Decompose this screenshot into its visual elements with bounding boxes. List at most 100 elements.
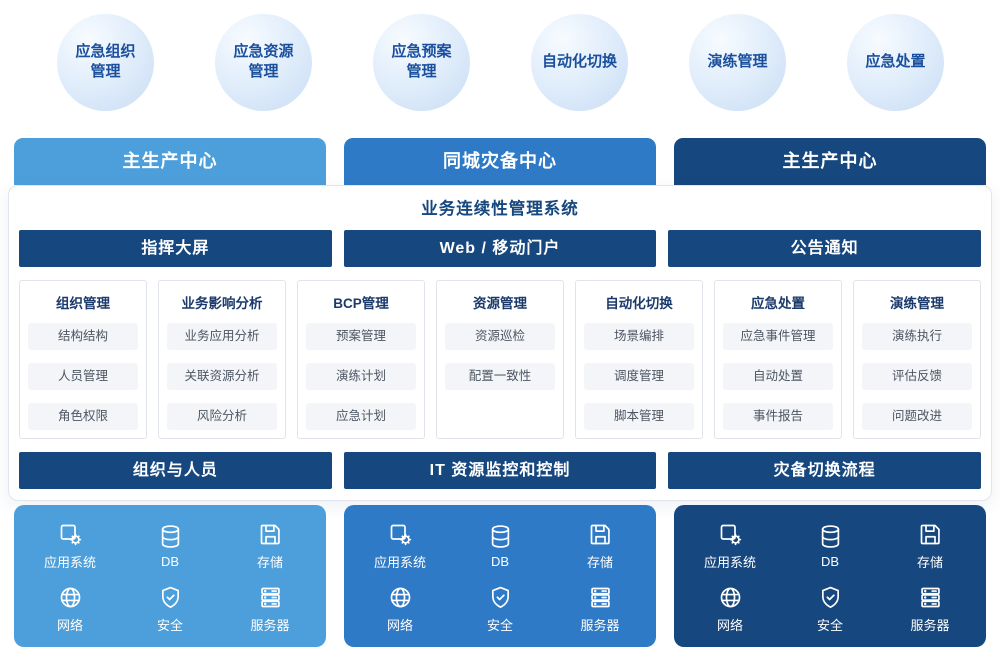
infra-item-label: 存储 bbox=[586, 554, 613, 570]
capability-bubble-label: 演练管理 bbox=[707, 52, 768, 70]
infra-item-server: 服务器 bbox=[880, 578, 980, 639]
infra-item-server: 服务器 bbox=[550, 578, 650, 639]
infra-item-label: 网络 bbox=[386, 617, 413, 633]
module-item: 角色权限 bbox=[28, 403, 138, 430]
database-icon bbox=[157, 523, 184, 550]
capability-bubble-label: 应急资源 管理 bbox=[233, 42, 294, 80]
network-icon bbox=[57, 584, 84, 611]
infra-item-label: 安全 bbox=[816, 617, 843, 633]
infra-item-app-system: 应用系统 bbox=[350, 515, 450, 576]
module-item: 场景编排 bbox=[584, 323, 694, 350]
network-icon bbox=[717, 584, 744, 611]
infra-item-security: 安全 bbox=[780, 578, 880, 639]
infra-item-label: DB bbox=[160, 553, 180, 569]
infra-item-db: DB bbox=[450, 515, 550, 576]
infra-item-label: DB bbox=[820, 553, 840, 569]
module-item: 脚本管理 bbox=[584, 403, 694, 430]
module-item: 调度管理 bbox=[584, 363, 694, 390]
portal-bar-announcements: 公告通知 bbox=[668, 230, 982, 267]
capability-bubble-auto-switch: 自动化切换 bbox=[531, 13, 628, 111]
infra-item-label: DB bbox=[490, 553, 510, 569]
footer-bar-org-personnel: 组织与人员 bbox=[19, 452, 332, 489]
capability-bubble-emergency-resource: 应急资源 管理 bbox=[215, 13, 312, 111]
security-icon bbox=[157, 584, 184, 611]
capability-bubble-emergency-response: 应急处置 bbox=[847, 13, 944, 111]
infra-item-label: 安全 bbox=[486, 617, 513, 633]
infra-item-label: 应用系统 bbox=[373, 554, 426, 570]
app-system-icon bbox=[57, 521, 84, 548]
infra-item-app-system: 应用系统 bbox=[20, 515, 120, 576]
storage-icon bbox=[587, 521, 614, 548]
infrastructure-row: 应用系统 DB 存储 网络 安全 bbox=[14, 505, 986, 647]
infra-item-label: 服务器 bbox=[250, 617, 290, 633]
system-footer-row: 组织与人员 IT 资源监控和控制 灾备切换流程 bbox=[19, 452, 982, 489]
capability-bubble-emergency-plan: 应急预案 管理 bbox=[373, 13, 470, 111]
infra-item-server: 服务器 bbox=[220, 578, 320, 639]
infra-item-network: 网络 bbox=[20, 578, 120, 639]
module-item: 事件报告 bbox=[723, 403, 833, 430]
footer-bar-it-monitoring: IT 资源监控和控制 bbox=[343, 452, 657, 489]
infra-item-db: DB bbox=[120, 515, 220, 576]
capability-bubble-label: 应急处置 bbox=[865, 52, 926, 70]
portal-bars-row: 指挥大屏 Web / 移动门户 公告通知 bbox=[19, 230, 982, 267]
module-card-title: BCP管理 bbox=[333, 296, 389, 311]
infra-grid: 应用系统 DB 存储 网络 安全 bbox=[14, 505, 326, 647]
center-bar-metro-dr: 同城灾备中心 bbox=[344, 138, 656, 185]
infra-item-storage: 存储 bbox=[880, 515, 980, 576]
module-cards-row: 组织管理 结构结构 人员管理 角色权限 业务影响分析 业务应用分析 关联资源分析… bbox=[19, 280, 981, 439]
module-item: 应急事件管理 bbox=[723, 323, 833, 350]
center-bar-primary-production: 主生产中心 bbox=[14, 138, 326, 185]
infra-item-storage: 存储 bbox=[220, 515, 320, 576]
infra-item-label: 服务器 bbox=[580, 617, 620, 633]
module-card-emergency-response: 应急处置 应急事件管理 自动处置 事件报告 bbox=[714, 280, 842, 439]
bcm-system-panel: 业务连续性管理系统 指挥大屏 Web / 移动门户 公告通知 组织管理 结构结构… bbox=[8, 185, 992, 501]
module-item: 人员管理 bbox=[28, 363, 138, 390]
portal-bar-command-screen: 指挥大屏 bbox=[19, 230, 332, 267]
module-card-auto-switch: 自动化切换 场景编排 调度管理 脚本管理 bbox=[575, 280, 703, 439]
capabilities-row: 应急组织 管理 应急资源 管理 应急预案 管理 自动化切换 演练管理 应急处置 bbox=[57, 12, 944, 112]
server-icon bbox=[917, 584, 944, 611]
infra-grid: 应用系统 DB 存储 网络 安全 bbox=[674, 505, 986, 647]
module-item: 资源巡检 bbox=[445, 323, 555, 350]
storage-icon bbox=[917, 521, 944, 548]
module-item: 应急计划 bbox=[306, 403, 416, 430]
app-system-icon bbox=[717, 521, 744, 548]
security-icon bbox=[487, 584, 514, 611]
module-card-bia: 业务影响分析 业务应用分析 关联资源分析 风险分析 bbox=[158, 280, 286, 439]
infra-panel-metro-dr: 应用系统 DB 存储 网络 安全 bbox=[344, 505, 656, 647]
module-card-title: 自动化切换 bbox=[605, 296, 673, 311]
infra-item-network: 网络 bbox=[350, 578, 450, 639]
center-bar-primary-production-2: 主生产中心 bbox=[674, 138, 986, 185]
infra-item-network: 网络 bbox=[680, 578, 780, 639]
infra-item-label: 安全 bbox=[156, 617, 183, 633]
module-item: 评估反馈 bbox=[862, 363, 972, 390]
module-card-org-mgmt: 组织管理 结构结构 人员管理 角色权限 bbox=[19, 280, 147, 439]
module-card-title: 演练管理 bbox=[890, 296, 944, 311]
security-icon bbox=[817, 584, 844, 611]
capability-bubble-label: 应急组织 管理 bbox=[75, 42, 136, 80]
module-card-title: 组织管理 bbox=[56, 296, 110, 311]
database-icon bbox=[817, 523, 844, 550]
storage-icon bbox=[257, 521, 284, 548]
infra-panel-primary-production-2: 应用系统 DB 存储 网络 安全 bbox=[674, 505, 986, 647]
server-icon bbox=[257, 584, 284, 611]
infra-item-label: 网络 bbox=[56, 617, 83, 633]
infra-item-label: 应用系统 bbox=[43, 554, 96, 570]
module-card-bcp: BCP管理 预案管理 演练计划 应急计划 bbox=[297, 280, 425, 439]
module-card-title: 资源管理 bbox=[473, 296, 527, 311]
capability-bubble-label: 自动化切换 bbox=[541, 52, 617, 70]
infra-item-security: 安全 bbox=[120, 578, 220, 639]
infra-item-app-system: 应用系统 bbox=[680, 515, 780, 576]
module-card-resource-mgmt: 资源管理 资源巡检 配置一致性 bbox=[436, 280, 564, 439]
infra-item-label: 网络 bbox=[716, 617, 743, 633]
module-card-drill-mgmt: 演练管理 演练执行 评估反馈 问题改进 bbox=[853, 280, 981, 439]
module-card-title: 应急处置 bbox=[751, 296, 805, 311]
module-item: 风险分析 bbox=[167, 403, 277, 430]
module-card-title: 业务影响分析 bbox=[181, 296, 263, 311]
module-item: 问题改进 bbox=[862, 403, 972, 430]
infra-item-label: 存储 bbox=[256, 554, 283, 570]
app-system-icon bbox=[387, 521, 414, 548]
infra-item-label: 服务器 bbox=[910, 617, 950, 633]
module-item: 演练执行 bbox=[862, 323, 972, 350]
module-item: 业务应用分析 bbox=[167, 323, 277, 350]
